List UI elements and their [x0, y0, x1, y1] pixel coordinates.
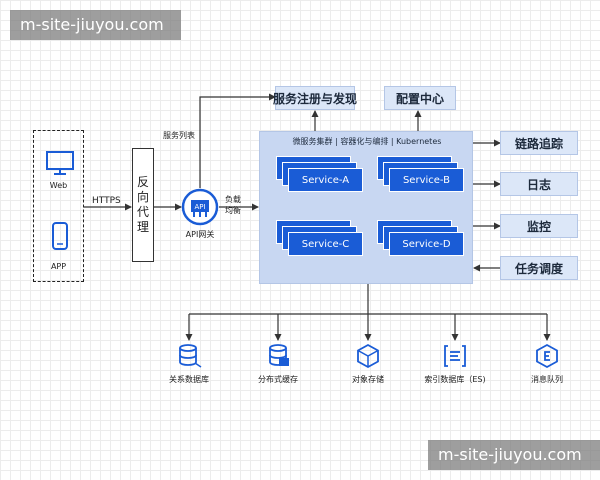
reverse-proxy-node: 反 向 代 理	[132, 148, 154, 262]
proxy-char: 反	[136, 175, 149, 189]
https-label: HTTPS	[92, 196, 121, 206]
service-c-node: Service-C	[288, 232, 363, 256]
monitor-icon	[46, 151, 74, 175]
queue-label: 消息队列	[531, 375, 563, 384]
load-balance-line: 均衡	[225, 206, 241, 215]
service-a-node: Service-A	[288, 168, 363, 192]
service-d-node: Service-D	[389, 232, 464, 256]
load-balance-label: 负载 均衡	[225, 194, 241, 216]
proxy-char: 代	[136, 205, 149, 219]
queue-icon	[536, 343, 558, 369]
cache-label: 分布式缓存	[258, 375, 298, 384]
object-storage-icon	[357, 343, 379, 369]
proxy-char: 向	[136, 190, 149, 204]
api-icon-text: API	[194, 203, 205, 211]
scheduler-node: 任务调度	[500, 256, 578, 280]
tracing-node: 链路追踪	[500, 131, 578, 155]
cache-icon	[269, 344, 289, 366]
service-b-node: Service-B	[389, 168, 464, 192]
watermark-top: m-site-jiuyou.com	[10, 10, 181, 40]
cluster-title: 微服务集群 | 容器化与编排 | Kubernetes	[292, 137, 442, 146]
load-balance-line: 负载	[225, 195, 241, 204]
clients-group	[33, 130, 84, 282]
phone-icon	[52, 222, 68, 250]
logs-node: 日志	[500, 172, 578, 196]
object-storage-label: 对象存储	[352, 375, 384, 384]
api-gateway-icon: API	[181, 188, 219, 226]
rdb-label: 关系数据库	[169, 375, 209, 384]
es-label: 索引数据库（ES)	[424, 375, 486, 384]
monitor-node: 监控	[500, 214, 578, 238]
web-label: Web	[49, 181, 68, 190]
gateway-label: API网关	[185, 230, 215, 239]
watermark-bottom: m-site-jiuyou.com	[428, 440, 600, 470]
es-icon	[444, 345, 466, 367]
service-list-label: 服务列表	[163, 131, 195, 140]
service-registry-node: 服务注册与发现	[273, 86, 357, 110]
microservice-cluster: 微服务集群 | 容器化与编排 | Kubernetes	[259, 131, 473, 284]
database-icon	[179, 344, 202, 368]
app-label: APP	[50, 262, 67, 271]
config-center-node: 配置中心	[384, 86, 456, 110]
proxy-char: 理	[136, 220, 149, 234]
